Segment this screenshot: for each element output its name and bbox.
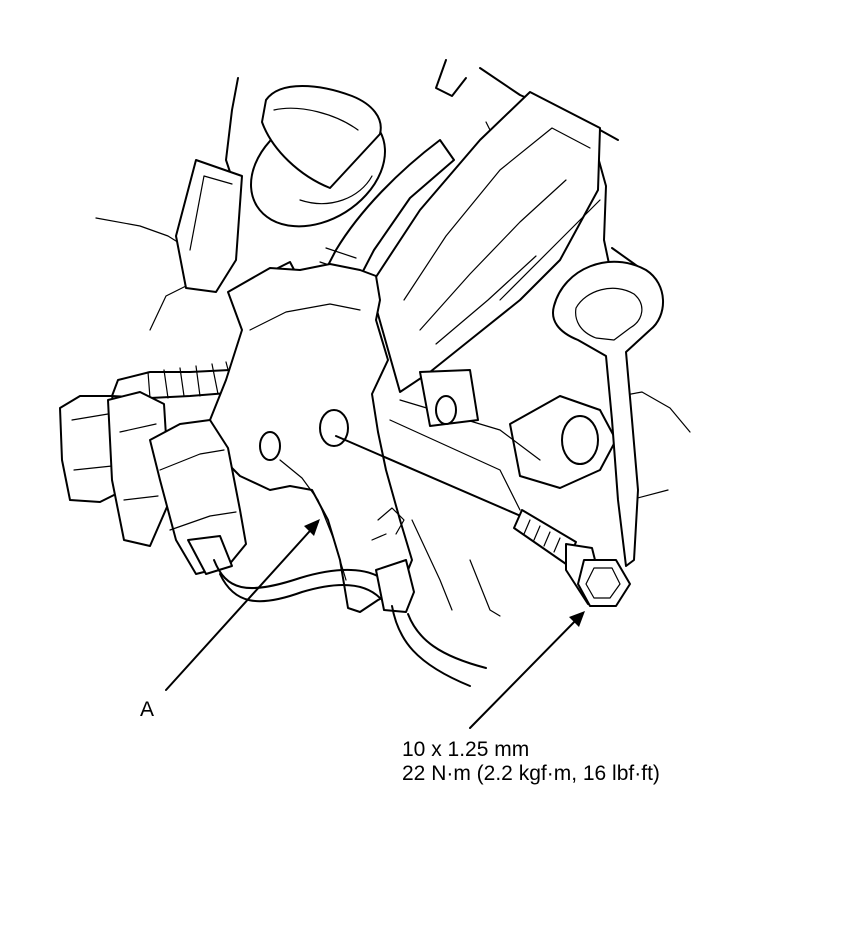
mounting-bolt <box>335 435 631 607</box>
hose-fitting <box>389 369 617 511</box>
intake-housing <box>369 91 601 393</box>
leader-line-bolt <box>469 613 583 729</box>
leader-arrow-a <box>304 519 320 536</box>
bolt-size-text: 10 x 1.25 mm <box>402 738 530 761</box>
electrical-connectors <box>59 391 247 575</box>
leader-arrow-bolt <box>569 611 585 627</box>
left-bracket-body <box>175 159 243 293</box>
leader-lines <box>165 519 585 729</box>
torque-spec-text: 22 N·m (2.2 kgf·m, 16 lbf·ft) <box>402 762 660 785</box>
dipstick <box>552 260 664 567</box>
bolt-spec-callout: 10 x 1.25 mm 22 N·m (2.2 kgf·m, 16 lbf·f… <box>402 738 660 786</box>
reservoir-cap <box>250 85 386 228</box>
leader-line-a <box>165 521 319 691</box>
lower-wires <box>213 559 487 687</box>
bracket-a <box>209 263 413 613</box>
callout-label-a: A <box>140 698 155 721</box>
